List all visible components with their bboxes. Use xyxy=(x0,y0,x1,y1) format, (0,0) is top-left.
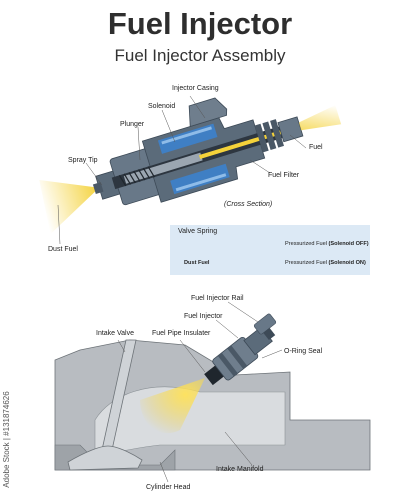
label-cross-section: (Cross Section) xyxy=(224,201,273,208)
label-cylinder-head: Cylinder Head xyxy=(146,484,191,491)
label-spray-tip: Spray Tip xyxy=(68,157,98,164)
page-subtitle: Fuel Injector Assembly xyxy=(114,46,286,65)
injector-cross-section xyxy=(39,97,342,235)
bottom-fuel-spray xyxy=(140,378,205,434)
legend-on-prefix: Pressurized Fuel xyxy=(285,260,327,266)
stock-watermark: Adobe Stock | #131874626 xyxy=(2,385,12,495)
page-title: Fuel Injector xyxy=(107,6,293,41)
legend-off-state: (Solenoid OFF) xyxy=(328,241,369,247)
label-fuel-injector-rail: Fuel Injector Rail xyxy=(191,295,244,302)
legend-off-prefix: Pressurized Fuel xyxy=(285,241,327,247)
label-o-ring-seal: O-Ring Seal xyxy=(284,348,323,355)
label-dust-fuel: Dust Fuel xyxy=(48,246,78,253)
incoming-fuel xyxy=(298,105,342,131)
label-intake-manifold: Intake Manifold xyxy=(216,466,264,473)
fuel-spray xyxy=(39,179,100,235)
intake-valve-head xyxy=(67,445,143,471)
legend-valve-spring: Valve Spring xyxy=(178,228,218,235)
legend-dust-fuel-label: Dust Fuel xyxy=(184,260,210,266)
legend-panel: Valve Spring Pressurized Fuel (Solenoid … xyxy=(170,225,370,275)
electrical-connector xyxy=(188,97,228,128)
installed-fuel-injector xyxy=(204,325,276,386)
label-plunger: Plunger xyxy=(120,121,145,128)
fuel-filter xyxy=(254,119,284,153)
label-solenoid: Solenoid xyxy=(148,103,176,110)
label-injector-casing: Injector Casing xyxy=(172,85,219,92)
legend-row-on: Pressurized Fuel (Solenoid ON) xyxy=(285,260,366,266)
label-fuel: Fuel xyxy=(309,144,323,151)
label-fuel-injector: Fuel Injector xyxy=(184,313,223,320)
label-fuel-pipe-insulater: Fuel Pipe Insulater xyxy=(152,330,211,337)
legend-row-off: Pressurized Fuel (Solenoid OFF) xyxy=(285,241,369,247)
legend-on-state: (Solenoid ON) xyxy=(328,260,366,266)
stock-id: Adobe Stock | #131874626 xyxy=(2,391,11,488)
label-intake-valve: Intake Valve xyxy=(96,330,135,337)
engine-section xyxy=(54,313,371,471)
plunger xyxy=(123,152,203,184)
legend-dust-fuel: Dust Fuel xyxy=(184,260,209,266)
valve-spring xyxy=(118,166,155,187)
fuel-injector-rail xyxy=(253,313,277,335)
label-fuel-filter: Fuel Filter xyxy=(268,172,300,179)
